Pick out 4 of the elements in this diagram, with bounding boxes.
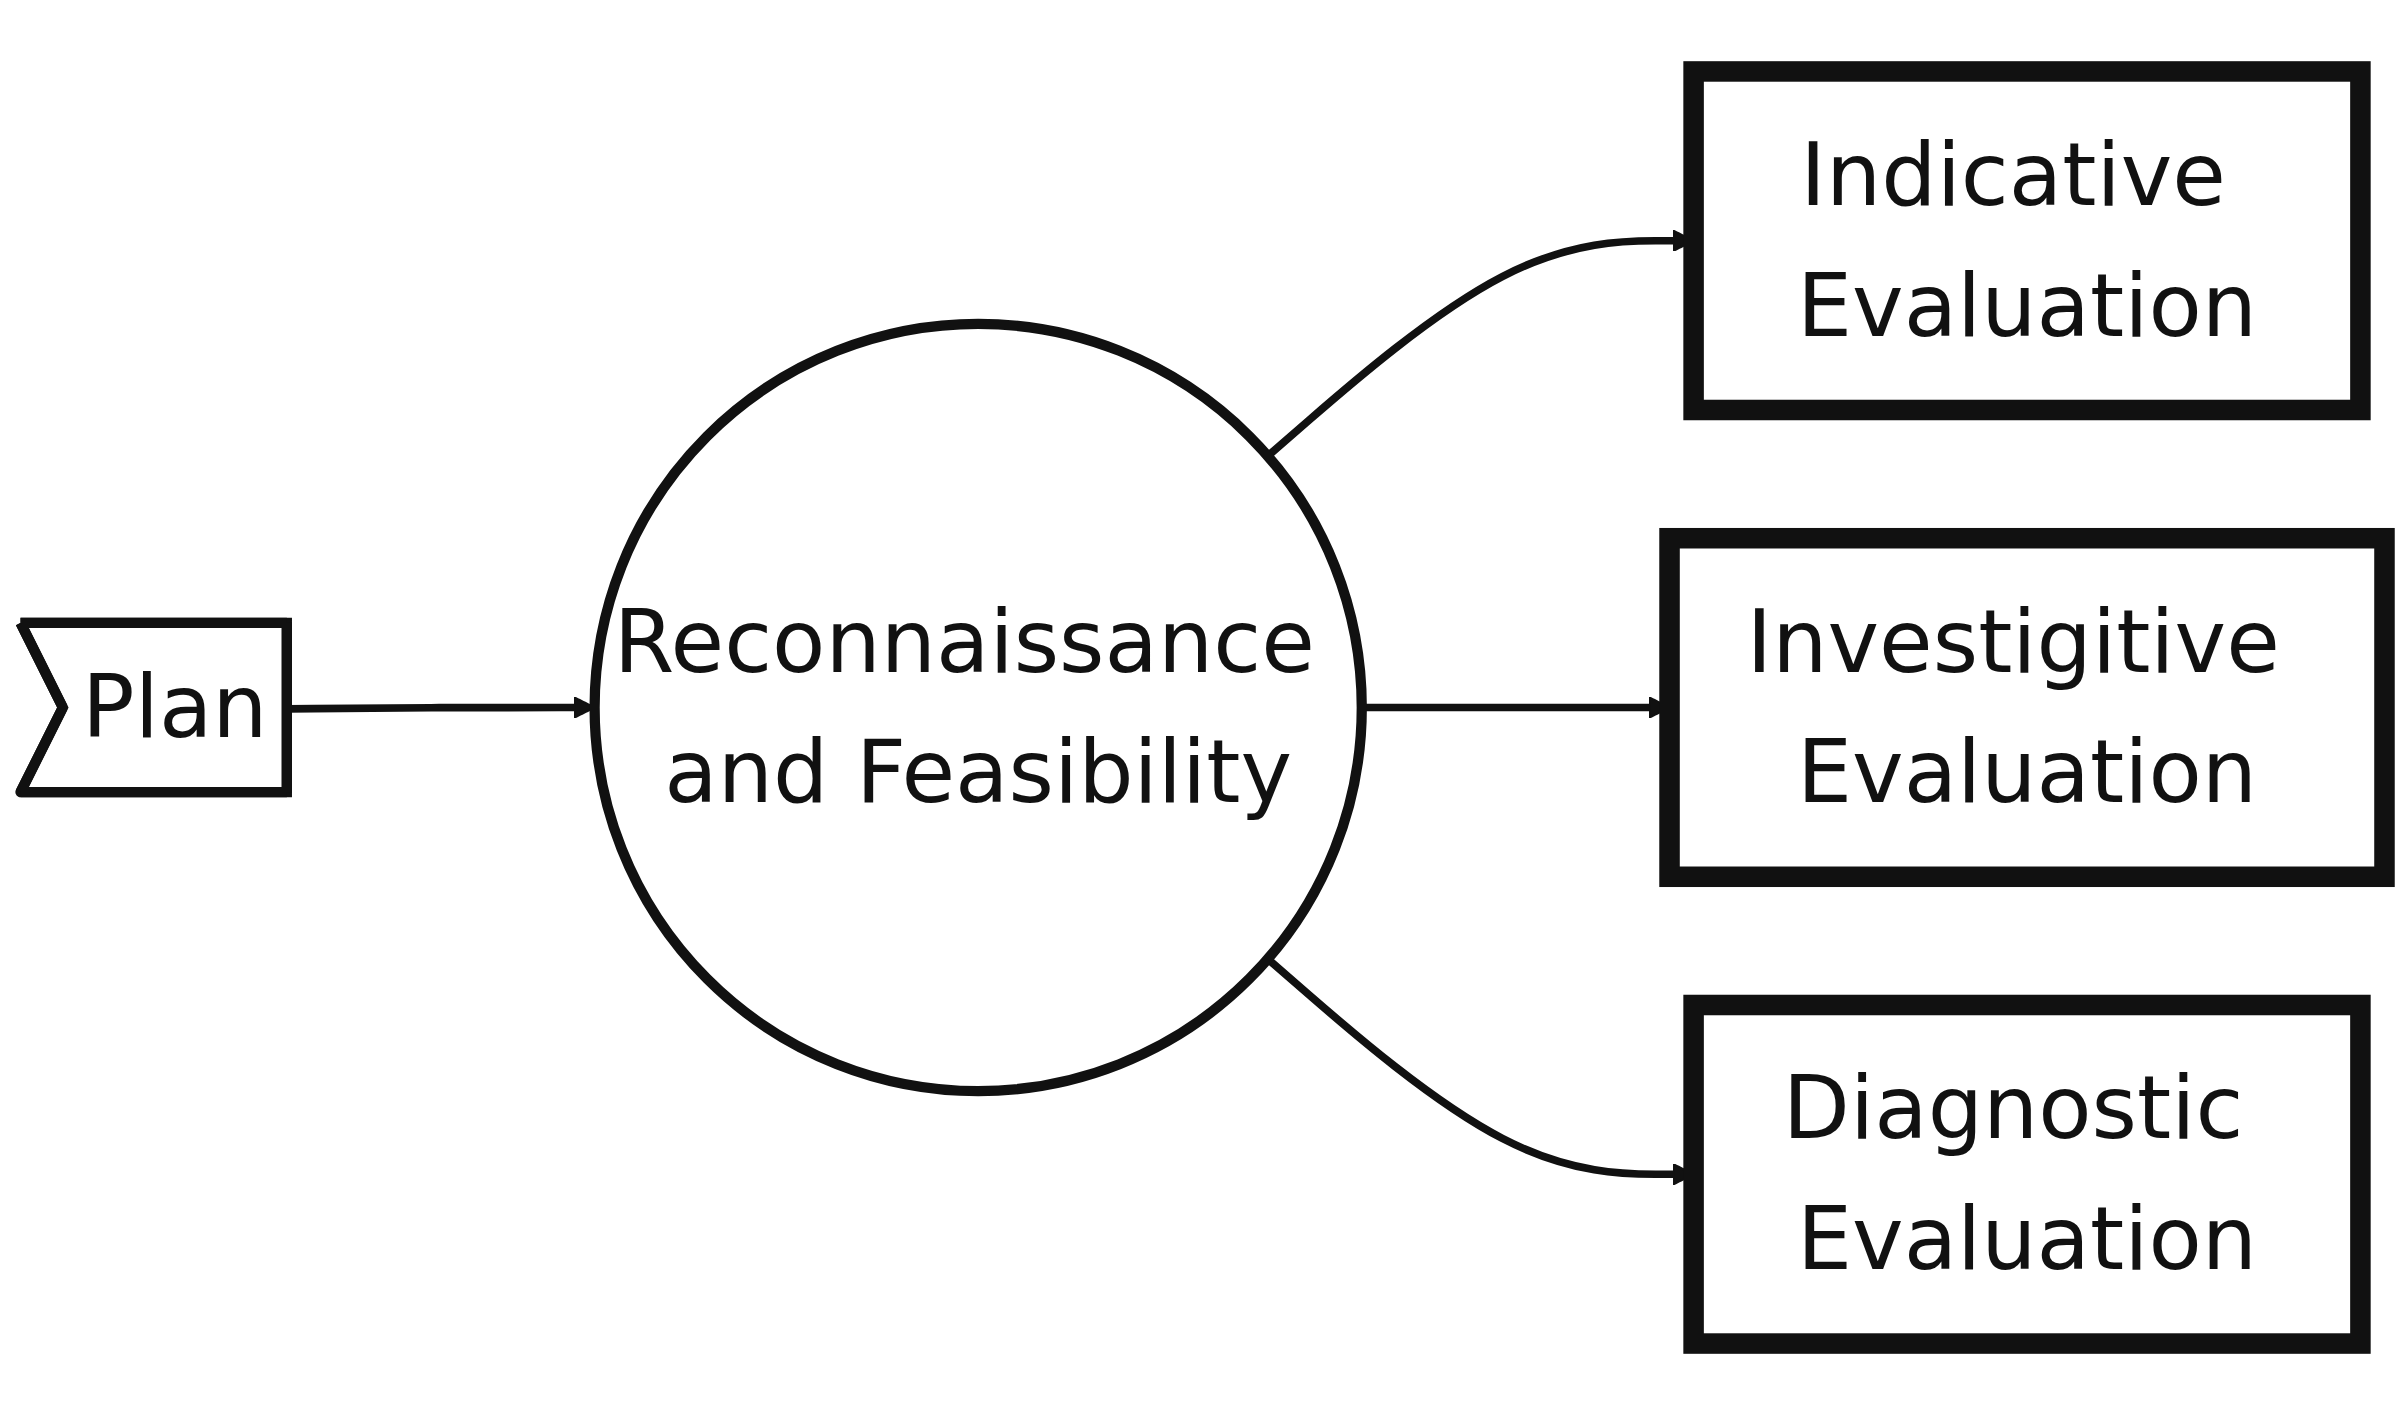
node-box: Indicative Evaluation (1683, 61, 2371, 421)
node-circle: Reconnaissance and Feasibility (589, 318, 1367, 1097)
node-box: Diagnostic Evaluation (1683, 994, 2371, 1354)
node-box: Investigitive Evaluation (1659, 527, 2395, 888)
